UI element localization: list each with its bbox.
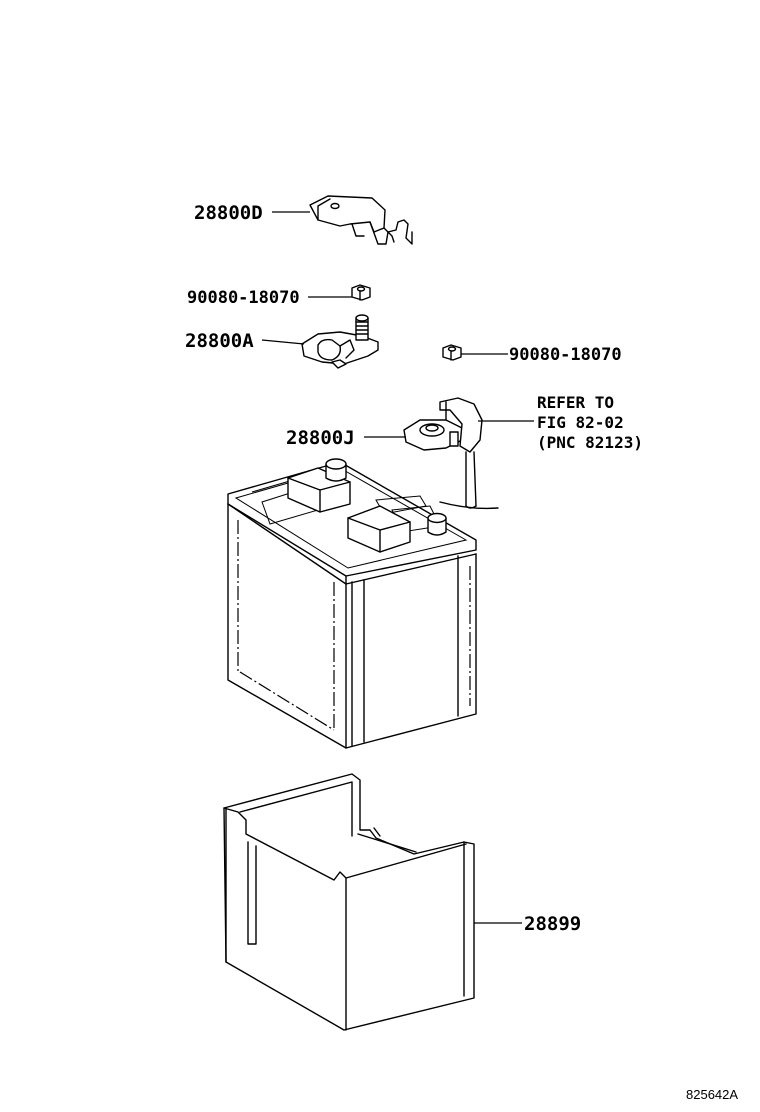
figure-code: 825642A bbox=[686, 1087, 738, 1102]
label-28800A: 28800A bbox=[185, 330, 254, 352]
label-90080-18070-right: 90080-18070 bbox=[509, 345, 622, 365]
label-28800J: 28800J bbox=[286, 427, 355, 449]
label-refer-line3: (PNC 82123) bbox=[537, 433, 643, 452]
nut-upper-part bbox=[351, 284, 371, 301]
label-refer-line1: REFER TO bbox=[537, 393, 614, 412]
leader-28800A bbox=[261, 339, 305, 345]
label-90080-18070-upper: 90080-18070 bbox=[187, 288, 300, 308]
hold-down-cover-part bbox=[309, 195, 413, 245]
label-28899: 28899 bbox=[524, 913, 581, 935]
battery-part bbox=[227, 458, 477, 749]
label-28800D: 28800D bbox=[194, 202, 263, 224]
battery-tray-part bbox=[223, 773, 475, 1031]
positive-clamp-part bbox=[301, 314, 379, 369]
nut-right-part bbox=[442, 344, 462, 361]
negative-clamp-part bbox=[403, 397, 499, 510]
label-refer-line2: FIG 82-02 bbox=[537, 413, 624, 432]
